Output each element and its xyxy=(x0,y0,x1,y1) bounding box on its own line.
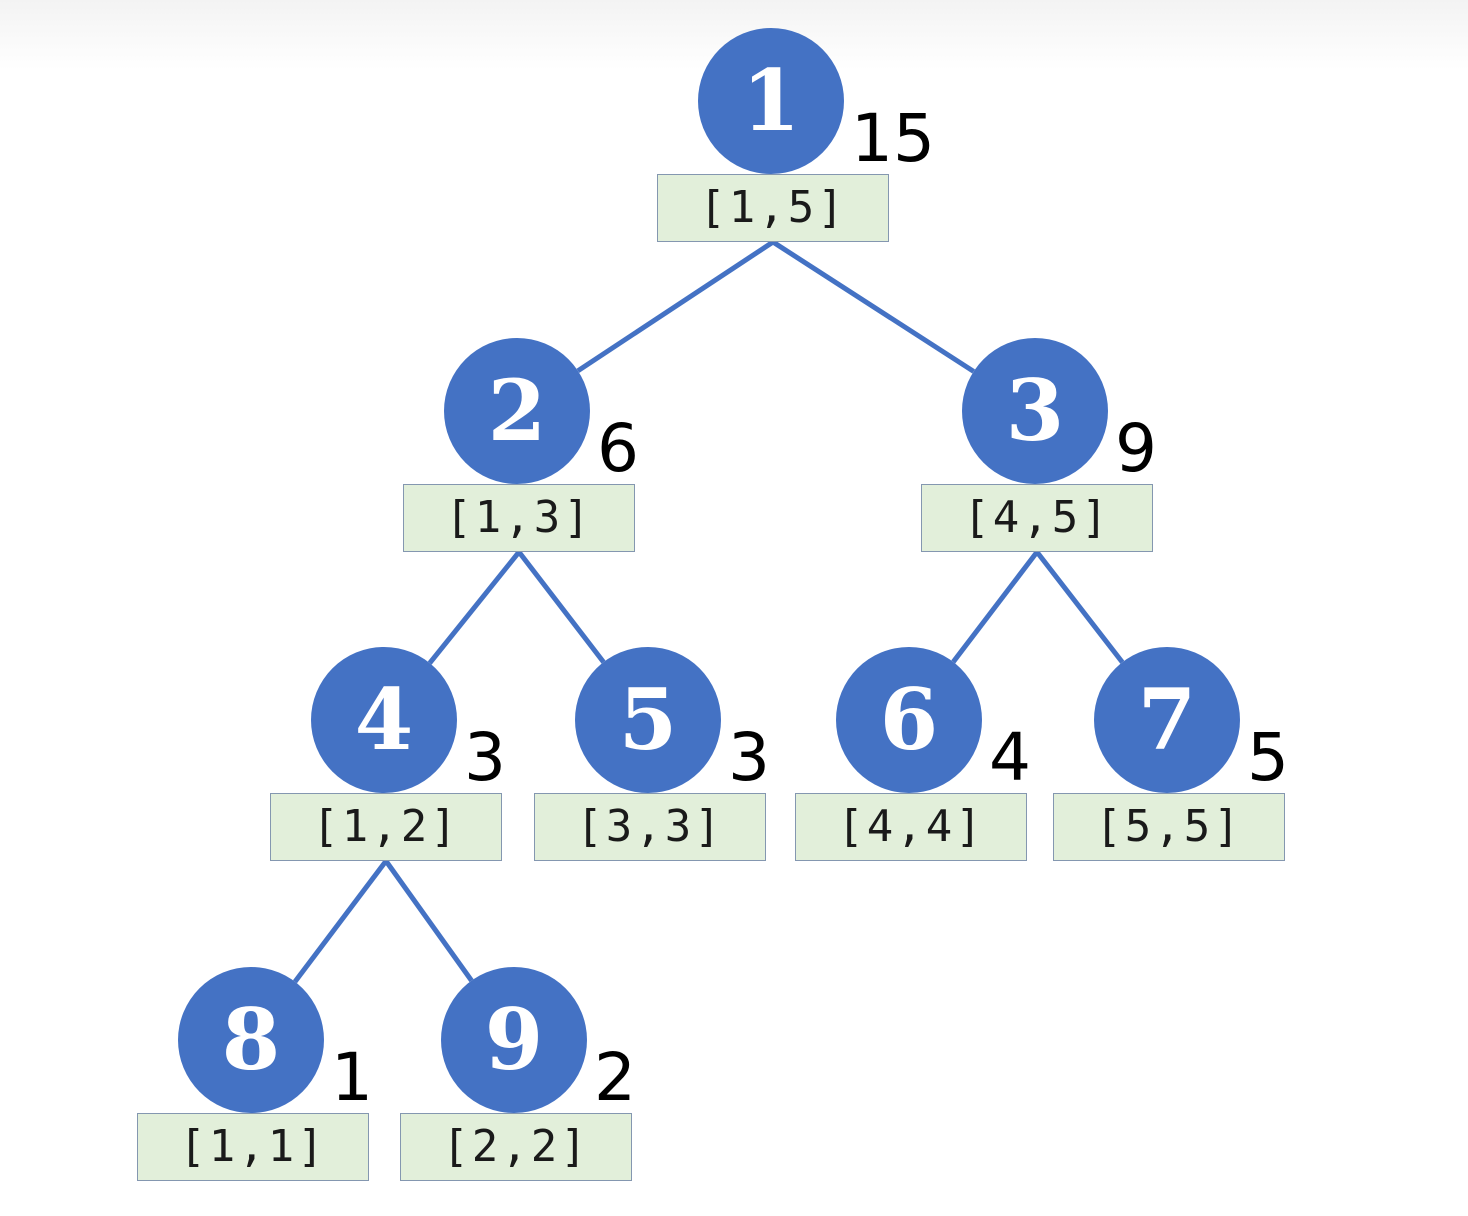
node-sum-label: 3 xyxy=(728,719,770,796)
node-range-box: [1,5] xyxy=(657,174,889,242)
node-index-circle: 1 xyxy=(698,28,844,174)
node-range-box: [2,2] xyxy=(400,1113,632,1181)
node-range-box: [4,4] xyxy=(795,793,1027,861)
edge-4-9 xyxy=(383,859,474,983)
node-index-circle: 6 xyxy=(836,647,982,793)
node-index-circle: 4 xyxy=(311,647,457,793)
node-index-circle: 7 xyxy=(1094,647,1240,793)
node-range-box: [1,2] xyxy=(270,793,502,861)
node-index-circle: 9 xyxy=(441,967,587,1113)
node-index-circle: 5 xyxy=(575,647,721,793)
edge-1-3 xyxy=(771,239,976,374)
node-sum-label: 1 xyxy=(331,1039,373,1116)
node-sum-label: 4 xyxy=(989,719,1031,796)
edge-4-8 xyxy=(292,859,388,984)
edge-1-2 xyxy=(576,239,775,373)
node-sum-label: 5 xyxy=(1247,719,1289,796)
node-range-box: [5,5] xyxy=(1053,793,1285,861)
edge-2-5 xyxy=(517,550,606,664)
node-index-circle: 8 xyxy=(178,967,324,1113)
edge-2-4 xyxy=(427,550,521,665)
node-range-box: [4,5] xyxy=(921,484,1153,552)
node-sum-label: 3 xyxy=(464,719,506,796)
edge-3-7 xyxy=(1035,550,1125,664)
node-range-box: [1,1] xyxy=(137,1113,369,1181)
node-range-box: [1,3] xyxy=(403,484,635,552)
node-sum-label: 2 xyxy=(594,1039,636,1116)
node-index-circle: 3 xyxy=(962,338,1108,484)
edge-3-6 xyxy=(951,550,1039,664)
node-range-box: [3,3] xyxy=(534,793,766,861)
node-index-circle: 2 xyxy=(444,338,590,484)
node-sum-label: 15 xyxy=(851,100,935,177)
node-sum-label: 6 xyxy=(597,410,639,487)
node-sum-label: 9 xyxy=(1115,410,1157,487)
